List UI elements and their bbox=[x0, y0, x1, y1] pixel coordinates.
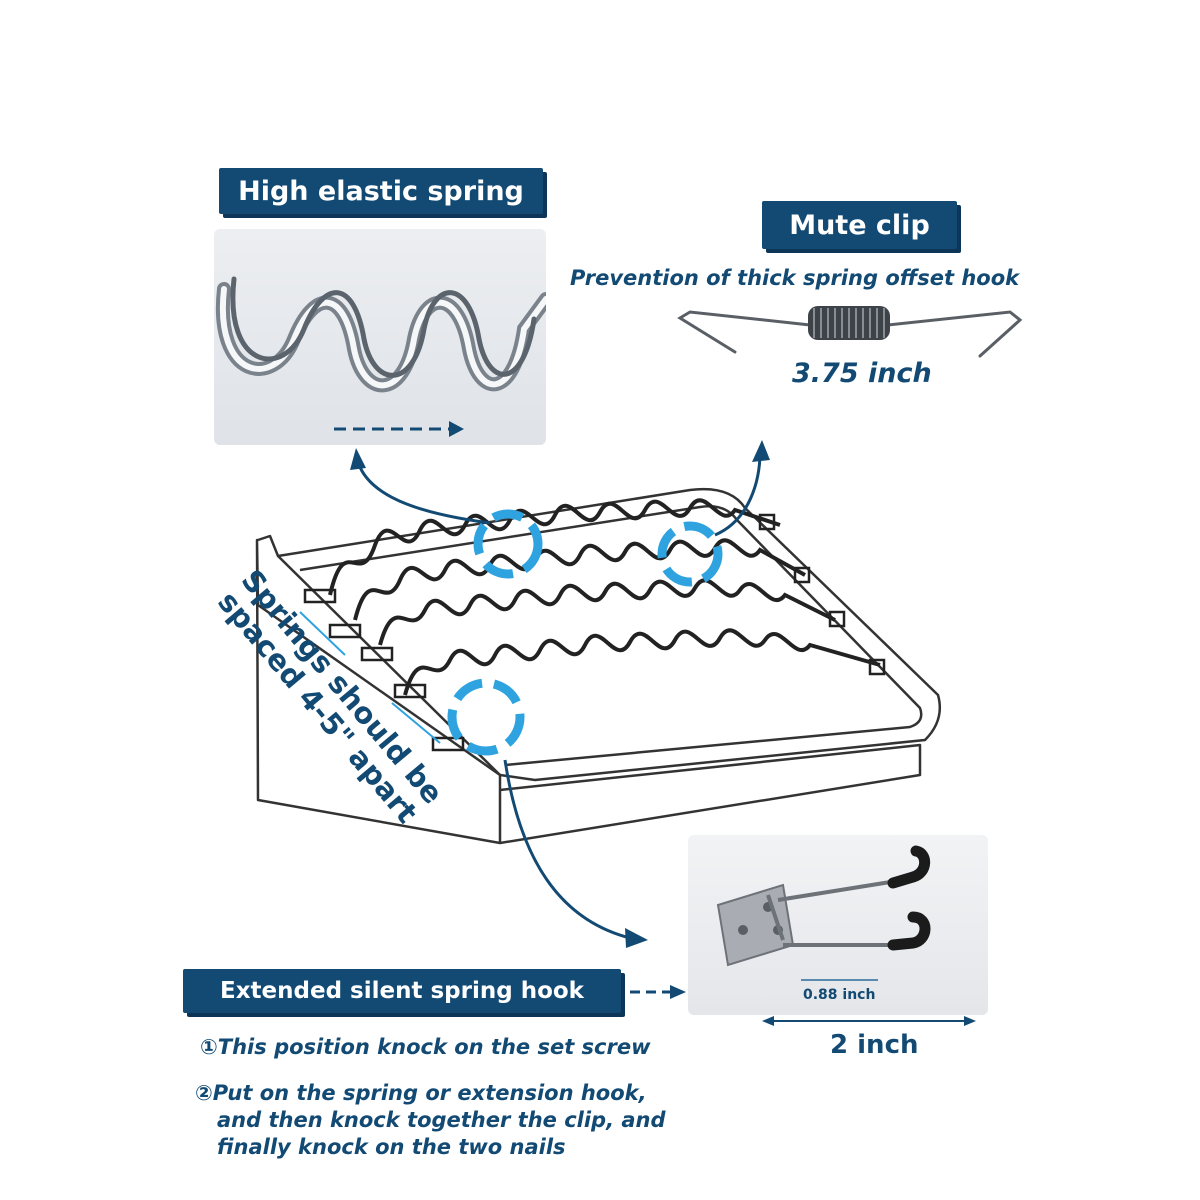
spacing-note-line1: Springs should be bbox=[234, 563, 450, 811]
step-2: ②Put on the spring or extension hook, an… bbox=[195, 1080, 666, 1161]
hook-inner-width: 0.88 inch bbox=[803, 987, 876, 1003]
step-2-line3: finally knock on the two nails bbox=[217, 1135, 566, 1159]
spacing-note: Springs should be spaced 4-5" apart bbox=[190, 539, 470, 856]
spring-hook-label: Extended silent spring hook bbox=[183, 969, 621, 1013]
mute-clip-caption: Prevention of thick spring offset hook bbox=[570, 266, 1020, 290]
step-2-line1: ②Put on the spring or extension hook, bbox=[195, 1081, 647, 1105]
elastic-spring-photo bbox=[214, 229, 546, 445]
mute-clip-label: Mute clip bbox=[762, 201, 957, 249]
spring-hook-photo bbox=[688, 835, 988, 1015]
hook-outer-width: 2 inch bbox=[830, 1030, 919, 1060]
step-2-line2: and then knock together the clip, and bbox=[217, 1108, 666, 1132]
step-1: ①This position knock on the set screw bbox=[200, 1035, 651, 1059]
mute-clip-length: 3.75 inch bbox=[792, 358, 932, 389]
spacing-note-line2: spaced 4-5" apart bbox=[211, 584, 425, 830]
high-elastic-spring-label: High elastic spring bbox=[219, 168, 543, 214]
